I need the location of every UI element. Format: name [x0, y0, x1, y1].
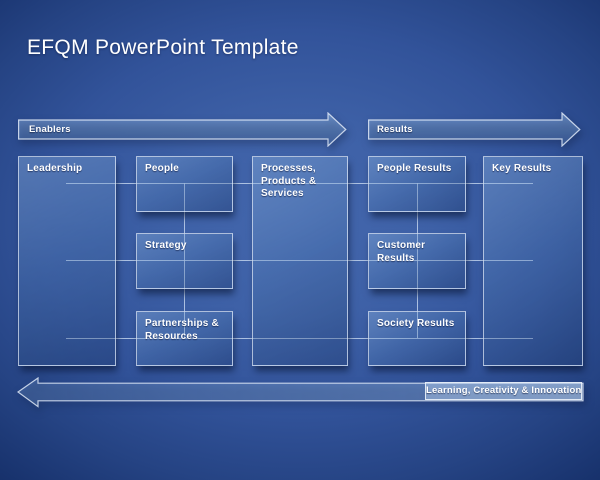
learning-label-chip[interactable]: Learning, Creativity & Innovation — [425, 382, 582, 400]
box-customer-results-label: Customer Results — [377, 240, 426, 264]
box-leadership-label: Leadership — [27, 163, 83, 174]
box-key-results-label: Key Results — [492, 163, 552, 174]
box-people[interactable]: People — [136, 156, 233, 212]
enablers-arrow[interactable] — [18, 112, 347, 147]
box-strategy[interactable]: Strategy — [136, 233, 233, 289]
box-customer-results[interactable]: Customer Results — [368, 233, 466, 289]
box-processes-products-services[interactable]: Processes, Products & Services — [252, 156, 348, 366]
box-processes-products-services-label: Processes, Products & Services — [261, 163, 317, 199]
enablers-arrow-label: Enablers — [29, 124, 71, 135]
learning-arrow-label: Learning, Creativity & Innovation — [426, 385, 582, 396]
box-partnerships-resources-label: Partnerships & Resources — [145, 318, 219, 342]
connector-row1 — [66, 183, 533, 184]
results-arrow[interactable] — [368, 112, 581, 147]
connector-results-column — [417, 183, 418, 338]
box-people-label: People — [145, 163, 179, 174]
box-key-results[interactable]: Key Results — [483, 156, 583, 366]
box-society-results[interactable]: Society Results — [368, 311, 466, 366]
box-people-results[interactable]: People Results — [368, 156, 466, 212]
box-partnerships-resources[interactable]: Partnerships & Resources — [136, 311, 233, 366]
box-society-results-label: Society Results — [377, 318, 455, 329]
box-strategy-label: Strategy — [145, 240, 187, 251]
connector-row3 — [66, 338, 533, 339]
connector-enablers-column — [184, 183, 185, 338]
results-arrow-label: Results — [377, 124, 413, 135]
slide-title: EFQM PowerPoint Template — [27, 36, 299, 59]
box-leadership[interactable]: Leadership — [18, 156, 116, 366]
box-people-results-label: People Results — [377, 163, 452, 174]
connector-row2 — [66, 260, 533, 261]
